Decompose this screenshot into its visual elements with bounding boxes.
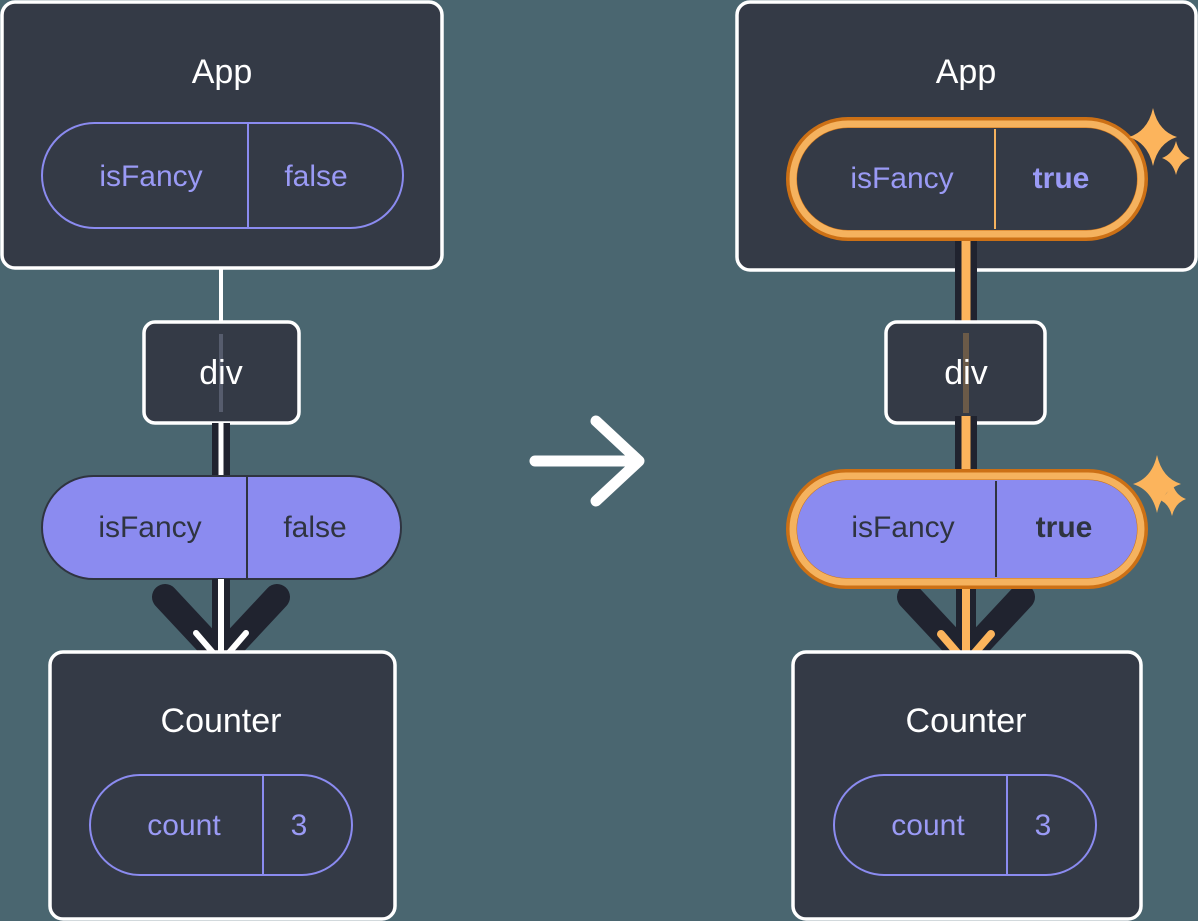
app-state-pill-value-after: true: [1033, 162, 1090, 195]
counter-state-pill-after[interactable]: count 3: [833, 774, 1097, 876]
counter-state-pill-value-before: 3: [291, 809, 308, 842]
counter-box-after[interactable]: Counter count 3: [791, 650, 1143, 921]
app-state-pill-ring-inner-after: [789, 120, 1145, 238]
app-state-pill-before[interactable]: isFancy false: [41, 122, 404, 229]
counter-box-title-after: Counter: [906, 702, 1027, 740]
sparkle-small-prop: [1158, 482, 1186, 516]
app-box-rect-before: [0, 0, 444, 270]
counter-state-pill-shape-after: [833, 774, 1097, 876]
app-box-before[interactable]: App isFancy false: [0, 0, 444, 270]
app-box-title-before: App: [192, 53, 253, 91]
div-box-title-after: div: [944, 354, 987, 392]
app-box-title-after: App: [936, 53, 997, 91]
sparkle-small-app: [1162, 141, 1190, 175]
counter-state-pill-key-after: count: [891, 809, 965, 842]
prop-pill-shape-after: [797, 480, 1137, 578]
counter-state-pill-key-before: count: [147, 809, 221, 842]
app-state-pill-shape-before: [41, 122, 404, 229]
counter-box-before[interactable]: Counter count 3: [48, 650, 397, 921]
prop-pill-key-before: isFancy: [98, 511, 201, 544]
prop-pill-shape-before: [41, 475, 402, 580]
counter-box-rect-after: [791, 650, 1143, 921]
counter-state-pill-before[interactable]: count 3: [89, 774, 353, 876]
app-state-pill-key-after: isFancy: [850, 162, 953, 195]
prop-pill-after[interactable]: isFancy true: [786, 455, 1186, 589]
app-state-pill-value-before: false: [284, 160, 347, 193]
sparkle-large-app: [1129, 108, 1177, 166]
app-state-pill-key-before: isFancy: [99, 160, 202, 193]
counter-box-rect-before: [48, 650, 397, 921]
after-diagram: App isFancy true: [735, 0, 1198, 921]
app-state-pill-after[interactable]: isFancy true: [786, 108, 1190, 241]
transition-arrow: [529, 415, 645, 507]
prop-pill-value-after: true: [1036, 511, 1093, 544]
counter-box-title-before: Counter: [161, 702, 282, 740]
div-box-after[interactable]: div: [884, 320, 1047, 425]
prop-pill-before[interactable]: isFancy false: [41, 475, 402, 580]
counter-state-pill-shape-before: [89, 774, 353, 876]
div-box-before[interactable]: div: [142, 320, 301, 425]
prop-pill-value-before: false: [283, 511, 346, 544]
sparkle-large-prop: [1133, 455, 1181, 513]
prop-pill-ring-inner-after: [789, 472, 1145, 586]
prop-pill-key-after: isFancy: [851, 511, 954, 544]
div-box-title-before: div: [199, 354, 242, 392]
app-state-pill-shape-after: [797, 128, 1137, 230]
before-diagram: App isFancy false div: [0, 0, 444, 921]
counter-state-pill-value-after: 3: [1035, 809, 1052, 842]
